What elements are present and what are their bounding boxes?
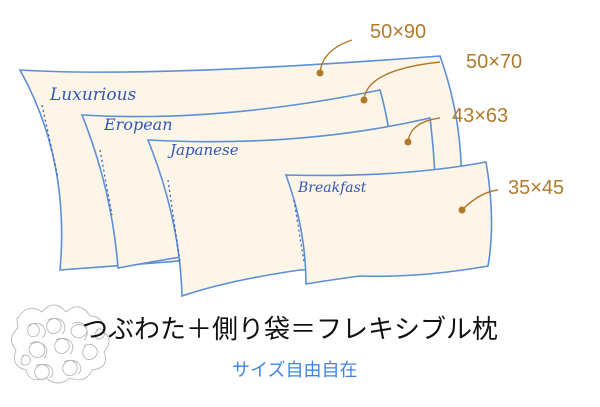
label-japanese: Japanese xyxy=(167,141,239,159)
size-label-50x90: 50×90 xyxy=(370,21,426,43)
dimension-callout-50x70: 50×70 xyxy=(360,51,522,104)
dimension-callout-50x90: 50×90 xyxy=(316,21,426,77)
pillow-breakfast: Breakfast xyxy=(284,161,493,285)
tagline-formula: つぶわた＋側り袋＝フレキシブル枕 xyxy=(82,315,498,345)
stuffing-scribble-icon xyxy=(11,304,110,384)
label-european: Eropean xyxy=(103,115,173,134)
size-label-50x70: 50×70 xyxy=(466,51,522,73)
tagline-freely-sized: サイズ自由自在 xyxy=(232,360,357,381)
label-luxurious: Luxurious xyxy=(49,85,137,105)
dimension-callout-35x45: 35×45 xyxy=(458,177,564,214)
label-breakfast: Breakfast xyxy=(297,180,367,196)
size-label-35x45: 35×45 xyxy=(508,177,564,199)
size-label-43x63: 43×63 xyxy=(452,105,508,127)
dimension-callout-43x63: 43×63 xyxy=(404,105,508,146)
